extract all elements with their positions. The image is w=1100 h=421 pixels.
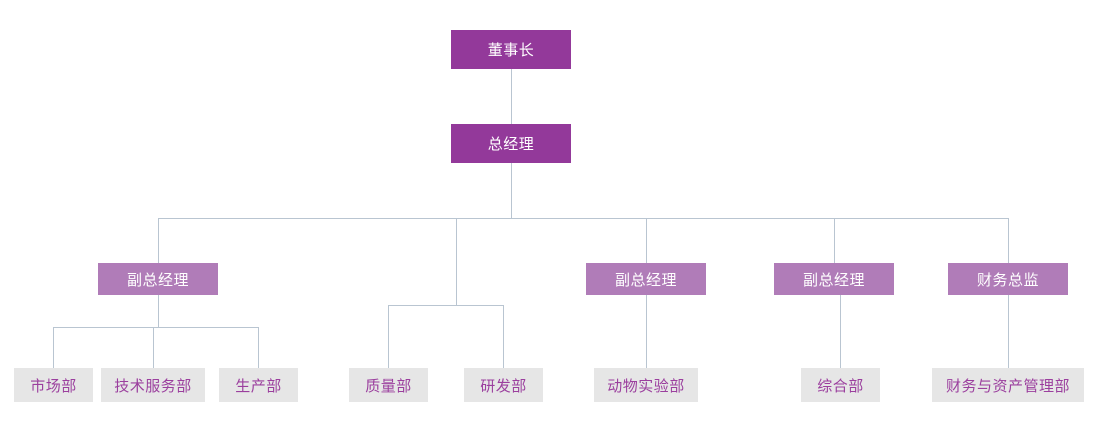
connector-vp-1-bar: [53, 327, 259, 328]
node-general-manager[interactable]: 总经理: [451, 124, 571, 163]
node-dept-quality[interactable]: 质量部: [349, 368, 428, 402]
node-vp-3[interactable]: 副总经理: [774, 263, 894, 295]
connector-branch-to-quality: [388, 305, 389, 368]
node-dept-finance-asset[interactable]: 财务与资产管理部: [932, 368, 1084, 402]
connector-bus-to-vp-2: [646, 218, 647, 263]
node-chairman[interactable]: 董事长: [451, 30, 571, 69]
connector-bus-to-vp-1: [158, 218, 159, 263]
connector-cfo-to-finance-asset: [1008, 295, 1009, 368]
connector-vp-2-to-animal-lab: [646, 295, 647, 368]
connector-bus-to-vp-3: [834, 218, 835, 263]
connector-vp-3-to-general-affairs: [840, 295, 841, 368]
connector-vp-1-stem: [158, 295, 159, 327]
connector-bus-to-unlabeled-branch: [456, 218, 457, 305]
node-dept-production[interactable]: 生产部: [219, 368, 298, 402]
connector-chairman-to-gm: [511, 69, 512, 124]
connector-gm-stem: [511, 162, 512, 218]
connector-main-bus: [158, 218, 1009, 219]
node-vp-1[interactable]: 副总经理: [98, 263, 218, 295]
node-dept-animal-lab[interactable]: 动物实验部: [594, 368, 698, 402]
connector-bus-to-cfo: [1008, 218, 1009, 263]
node-dept-rnd[interactable]: 研发部: [464, 368, 543, 402]
connector-branch-to-rnd: [503, 305, 504, 368]
node-dept-general-affairs[interactable]: 综合部: [801, 368, 880, 402]
connector-vp-1-to-production: [258, 327, 259, 368]
node-cfo[interactable]: 财务总监: [948, 263, 1068, 295]
connector-unlabeled-branch-bar: [388, 305, 504, 306]
connector-vp-1-to-marketing: [53, 327, 54, 368]
node-dept-marketing[interactable]: 市场部: [14, 368, 93, 402]
node-dept-tech-service[interactable]: 技术服务部: [101, 368, 205, 402]
connector-vp-1-to-tech-service: [153, 327, 154, 368]
node-vp-2[interactable]: 副总经理: [586, 263, 706, 295]
